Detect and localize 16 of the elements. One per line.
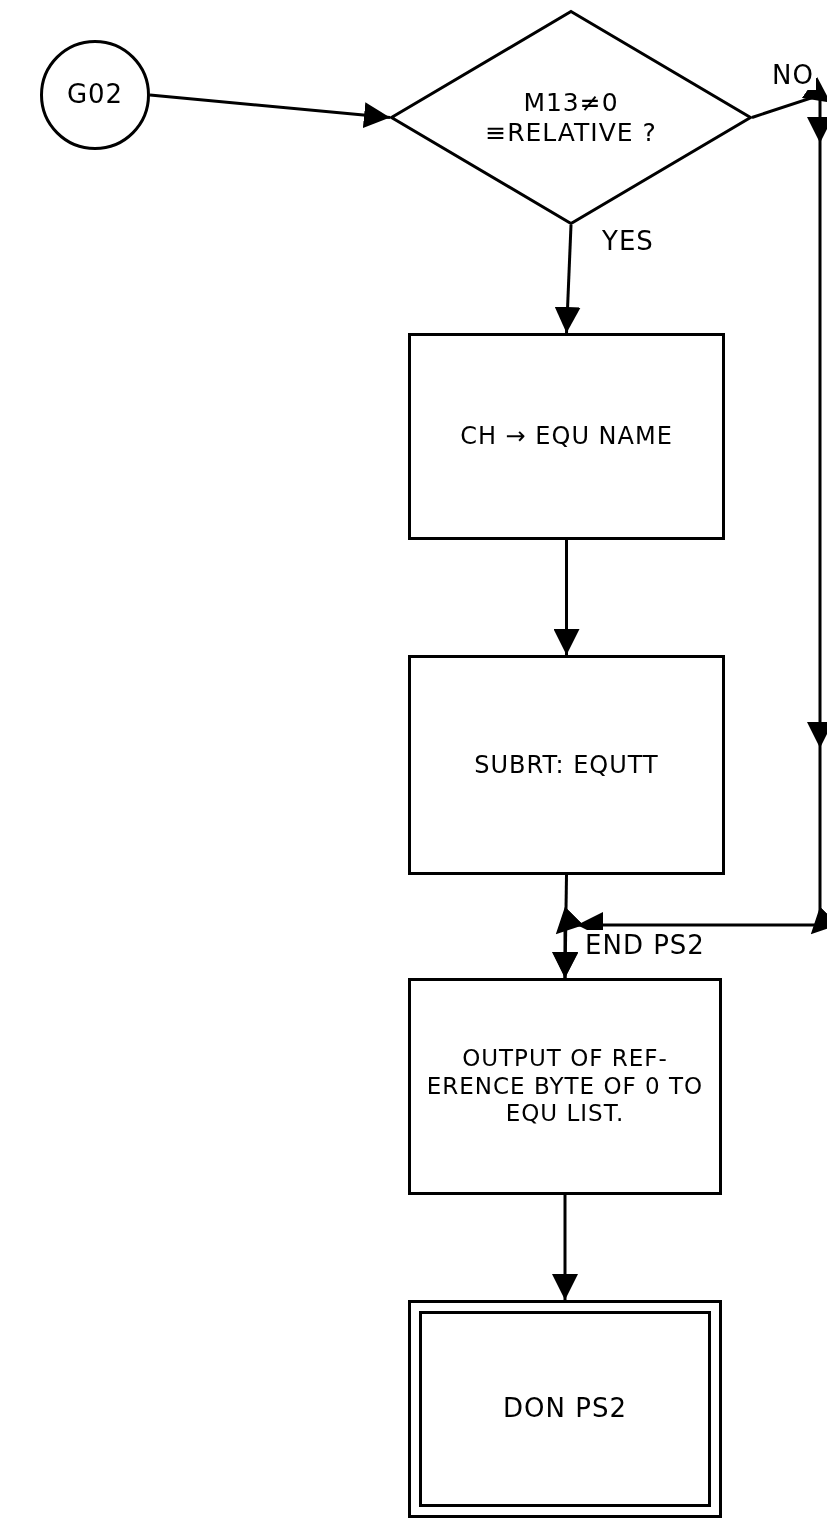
arrow: [552, 1195, 578, 1300]
decision-diamond: [390, 10, 752, 225]
node-text: CH → EQU NAME: [459, 422, 674, 451]
arrow: [553, 540, 580, 655]
node-text: SUBRT: EQUTT: [473, 750, 660, 780]
process-box: [408, 333, 725, 540]
node-text: M13≠0 ≡RELATIVE ?: [484, 87, 658, 148]
arrow: [552, 77, 827, 978]
process-box: [408, 978, 722, 1195]
arrow: [554, 224, 581, 334]
node-text: DON PS2: [502, 1393, 628, 1425]
terminal-box: [408, 1300, 722, 1518]
node-text: G02: [66, 79, 124, 111]
node-text: OUTPUT OF REF- ERENCE BYTE OF 0 TO EQU LIST.: [425, 1045, 705, 1128]
process-box: [408, 655, 725, 875]
arrow: [149, 93, 391, 128]
